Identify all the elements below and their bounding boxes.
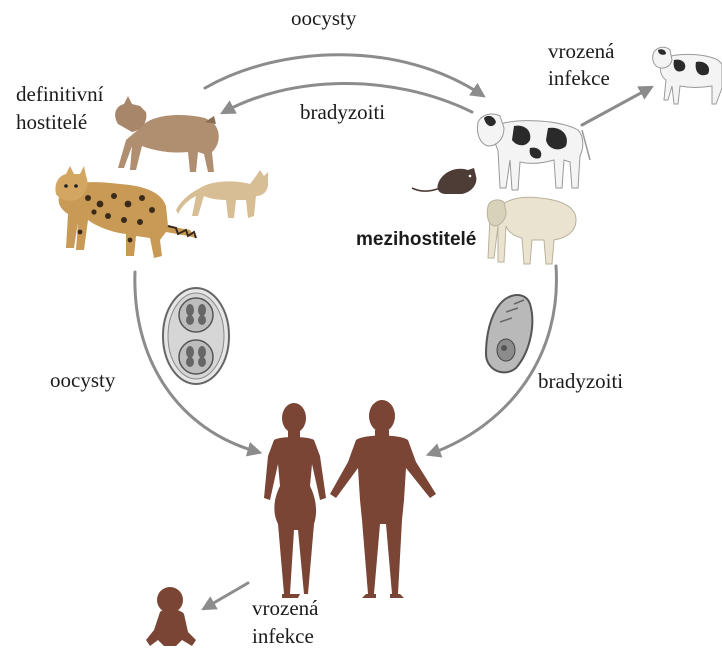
- left-oocysts-label: oocysty: [50, 368, 115, 392]
- top-bradyzoites-label: bradyzoiti: [300, 100, 385, 124]
- man-icon: [330, 400, 436, 598]
- bradyzoite-icon: [486, 295, 532, 372]
- cat-icon: [176, 170, 268, 218]
- definitive-hosts-label-line2: hostitelé: [16, 110, 87, 134]
- oocyst-icon: [163, 288, 229, 384]
- congenital-top-label-line1: vrozená: [548, 39, 614, 63]
- cow-icon: [477, 114, 590, 190]
- woman-icon: [264, 403, 326, 598]
- sheep-icon: [487, 197, 576, 264]
- calf-icon: [653, 47, 722, 104]
- right-bradyzoites-label: bradyzoiti: [538, 369, 623, 393]
- congenital-bottom-label-line2: infekce: [252, 624, 314, 648]
- intermediate-hosts-label: mezihostitelé: [356, 228, 476, 252]
- oocysts-to-intermediate-arrow: [205, 55, 482, 95]
- congenital-calf-arrow: [582, 88, 650, 125]
- definitive-hosts-label-line1: definitivní: [16, 82, 104, 106]
- top-oocysts-label: oocysty: [291, 6, 356, 30]
- congenital-bottom-label-line1: vrozená: [252, 596, 318, 620]
- mouse-icon: [412, 168, 476, 194]
- ocelot-icon: [55, 166, 196, 258]
- congenital-top-label-line2: infekce: [548, 66, 610, 90]
- lynx-icon: [115, 96, 219, 172]
- infant-icon: [146, 587, 196, 646]
- congenital-infant-arrow: [205, 583, 248, 608]
